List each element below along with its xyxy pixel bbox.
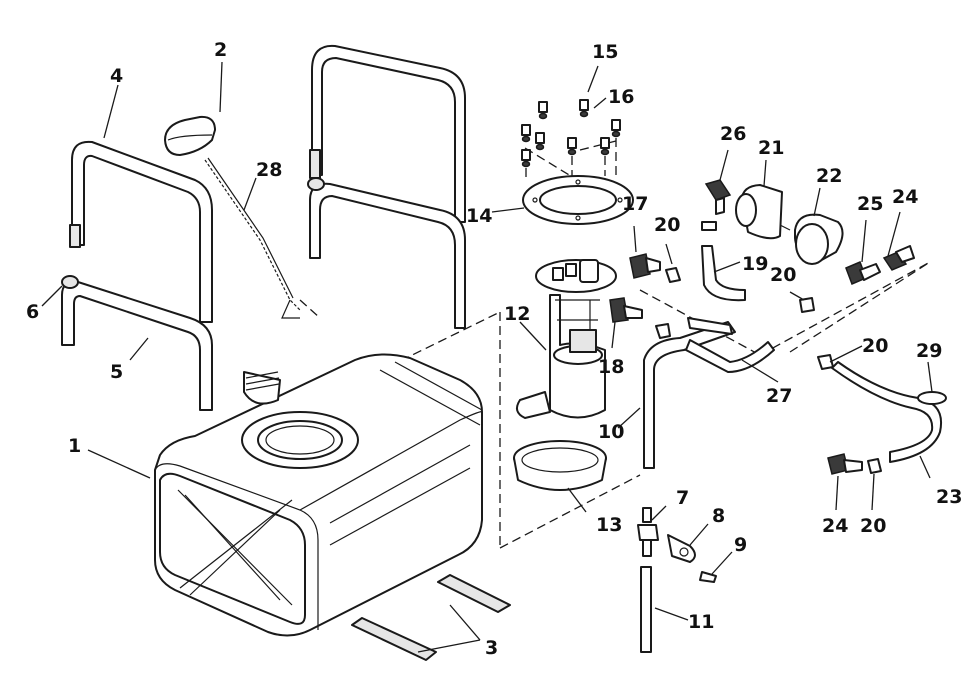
fuel-tank (154, 353, 483, 637)
callout-5: 5 (110, 361, 123, 383)
callout-28: 28 (256, 159, 282, 181)
callout-13: 13 (596, 514, 622, 536)
callout-7: 7 (676, 487, 689, 509)
pump-gasket (522, 175, 634, 225)
callout-16: 16 (608, 86, 634, 108)
filter-bracket (794, 213, 844, 265)
tank-strap-front-lower (307, 177, 466, 329)
pump-screws (521, 99, 621, 182)
screw-6 (567, 137, 577, 156)
callout-15: 15 (592, 41, 618, 63)
callout-4: 4 (110, 65, 123, 87)
callout-14: 14 (466, 205, 492, 227)
fuel-cap (164, 115, 216, 156)
pump-strainer-ring (513, 440, 607, 491)
callout-12: 12 (504, 303, 530, 325)
callout-22: 22 (816, 165, 842, 187)
callout-18: 18 (598, 356, 624, 378)
callout-20-b: 20 (770, 264, 796, 286)
callout-25: 25 (857, 193, 883, 215)
fuel-pump-module (515, 259, 617, 419)
callout-21: 21 (758, 137, 784, 159)
callout-6: 6 (26, 301, 39, 323)
callouts: 1 2 3 4 5 6 7 8 9 10 11 12 13 14 15 16 1… (26, 39, 962, 659)
leader-lines (41, 61, 933, 653)
screw-5 (535, 132, 545, 151)
fuel-filter (735, 184, 791, 240)
callout-3: 3 (485, 637, 498, 659)
connector-17 (629, 253, 661, 279)
cap-tether (204, 157, 301, 319)
callout-20-c: 20 (862, 335, 888, 357)
callout-19: 19 (742, 253, 768, 275)
callout-1: 1 (68, 435, 81, 457)
screw-3 (521, 124, 531, 143)
callout-27: 27 (766, 385, 792, 407)
callout-29: 29 (916, 340, 942, 362)
screw-7 (600, 137, 610, 156)
callout-17: 17 (622, 193, 648, 215)
strap-nut (61, 275, 79, 289)
line-clip (667, 534, 696, 563)
hose-23 (831, 361, 942, 463)
o-ring (917, 391, 947, 405)
fitting-25 (845, 261, 881, 285)
fuel-line-11 (640, 566, 652, 653)
hose-27 (685, 339, 775, 373)
tank-pads (351, 574, 511, 661)
fitting-24-lower (827, 453, 863, 475)
fuel-line-10 (643, 317, 736, 469)
callout-20-d: 20 (860, 515, 886, 537)
callout-2: 2 (214, 39, 227, 61)
callout-8: 8 (712, 505, 725, 527)
callout-10: 10 (598, 421, 624, 443)
callout-24-a: 24 (892, 186, 918, 208)
elbow-fitting-24-upper (882, 245, 915, 271)
hose-19 (701, 245, 746, 302)
screw-8 (521, 149, 531, 168)
screw-2 (579, 99, 589, 118)
screw-4 (611, 119, 621, 138)
elbow-fitting-26 (701, 179, 732, 231)
tank-strap-rear-lower (61, 280, 213, 411)
clip-screw (699, 571, 717, 583)
callout-24-b: 24 (822, 515, 848, 537)
callout-23: 23 (936, 486, 962, 508)
callout-9: 9 (734, 534, 747, 556)
alignment-lines (299, 139, 931, 549)
callout-26: 26 (720, 123, 746, 145)
connector-18 (609, 297, 643, 323)
callout-20-a: 20 (654, 214, 680, 236)
callout-11: 11 (688, 611, 714, 633)
screw-1 (538, 101, 548, 120)
inline-fitting (637, 507, 659, 557)
hose-clamps (655, 267, 882, 474)
